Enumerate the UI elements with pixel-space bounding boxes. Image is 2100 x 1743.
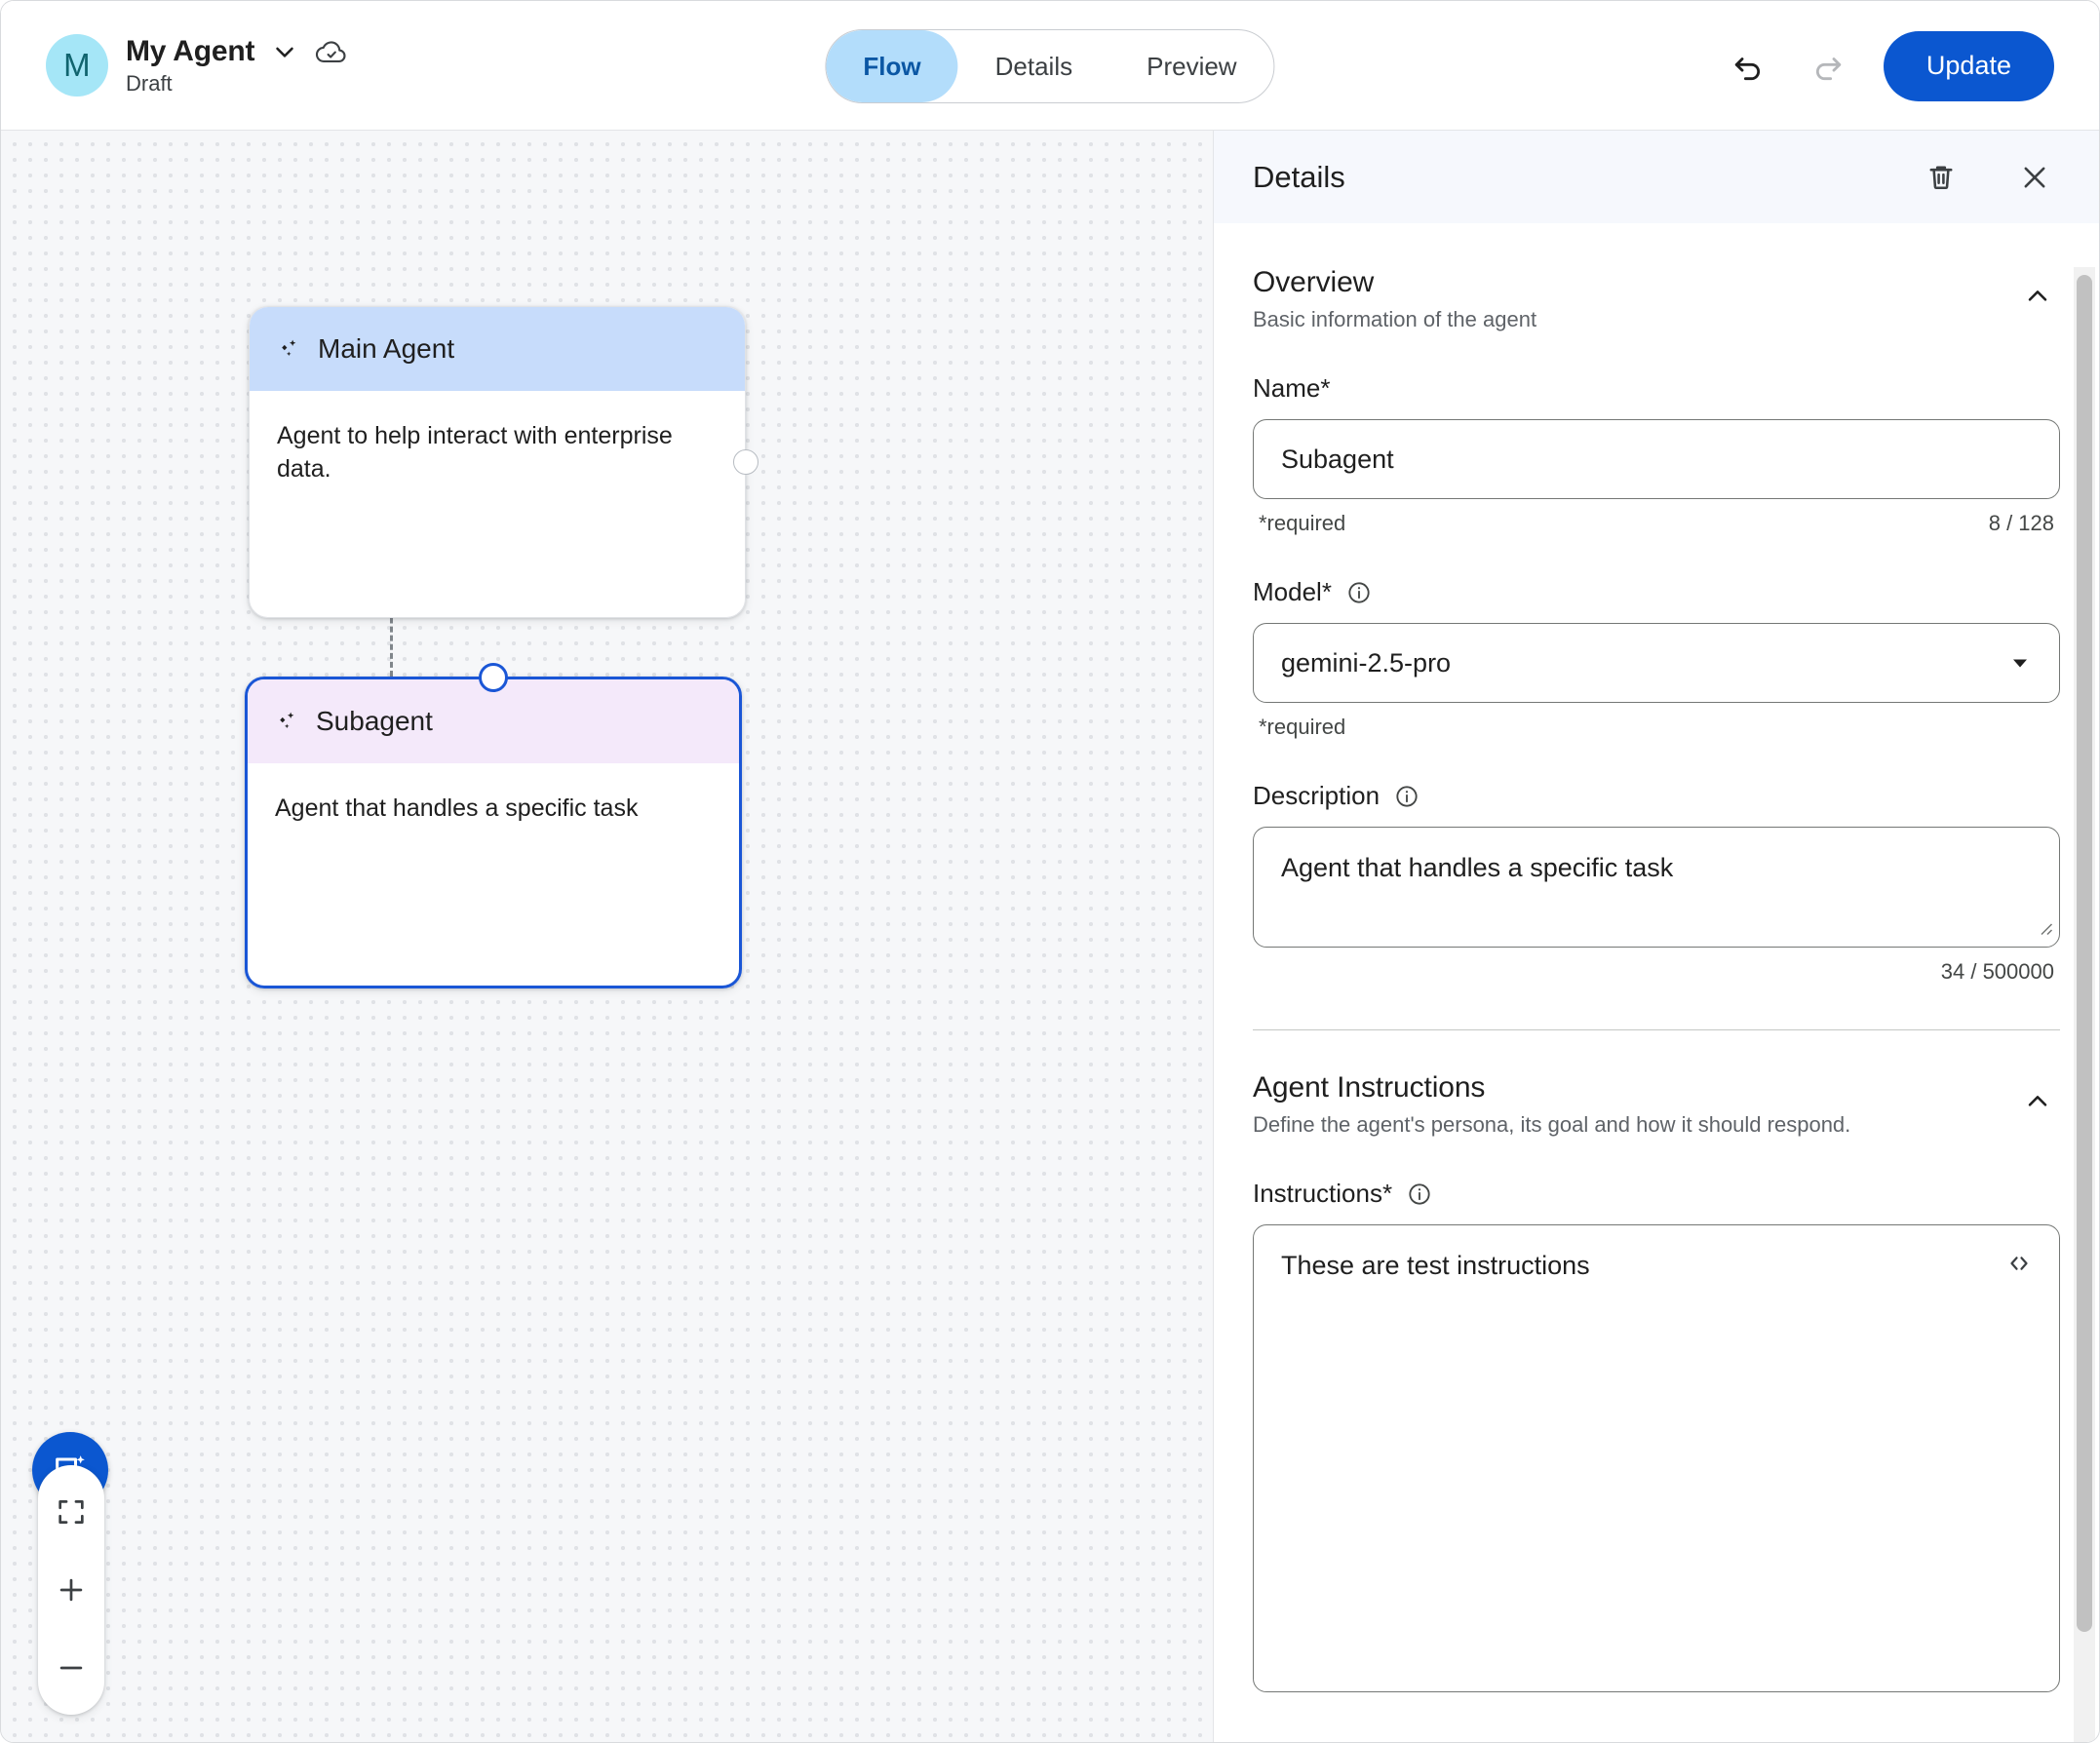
node-main-agent[interactable]: Main Agent Agent to help interact with e… [249,306,758,618]
panel-scrollbar-thumb[interactable] [2077,275,2092,1632]
label-instructions: Instructions* [1253,1179,1393,1208]
node-subagent[interactable]: Subagent Agent that handles a specific t… [245,663,742,988]
zoom-controls [38,1465,104,1715]
panel-scrollbar[interactable] [2074,267,2095,1742]
info-icon-model[interactable] [1345,579,1373,606]
section-subtitle-agent-instructions: Define the agent's persona, its goal and… [1253,1112,1851,1137]
details-panel: Details [1213,131,2099,1742]
sparkle-icon [275,709,300,734]
top-bar: M My Agent Draft [1,1,2099,131]
agent-brand: M My Agent Draft [1,34,348,97]
node-title-main-agent: Main Agent [318,333,455,364]
node-description-main-agent: Agent to help interact with enterprise d… [277,422,673,483]
description-value: Agent that handles a specific task [1281,853,1674,882]
section-overview: Overview Basic information of the agent [1253,266,2060,332]
close-icon[interactable] [2007,150,2062,205]
instructions-value: These are test instructions [1281,1251,1590,1280]
zoom-out-icon[interactable] [46,1643,97,1693]
field-model: Model* gemini-2.5-pro [1253,577,2060,740]
code-brackets-icon[interactable] [2004,1249,2034,1285]
field-instructions: Instructions* These are test instruction… [1253,1179,2060,1692]
description-char-counter: 34 / 500000 [1940,959,2054,984]
flow-canvas[interactable]: Main Agent Agent to help interact with e… [1,131,1215,1742]
field-description: Description Agent that handles a specifi… [1253,781,2060,985]
label-description: Description [1253,781,1381,810]
top-bar-actions: Update [1720,1,2054,131]
field-name: Name* Subagent *required 8 / 128 [1253,373,2060,536]
label-name: Name* [1253,373,1331,403]
page-title: My Agent [126,34,255,67]
cloud-check-icon[interactable] [315,35,348,68]
update-button[interactable]: Update [1883,30,2054,101]
instructions-textarea[interactable]: These are test instructions [1253,1224,2060,1692]
model-select[interactable]: gemini-2.5-pro [1253,623,2060,703]
description-textarea[interactable]: Agent that handles a specific task [1253,827,2060,948]
name-input[interactable]: Subagent [1253,419,2060,499]
details-panel-header: Details [1214,131,2099,223]
label-model: Model* [1253,577,1332,606]
name-required-hint: *required [1259,511,1346,535]
tab-flow[interactable]: Flow [826,30,958,102]
agent-title-block: My Agent Draft [126,35,348,97]
node-header-main-agent: Main Agent [250,307,745,391]
model-select-value: gemini-2.5-pro [1281,647,1452,678]
view-tabs: Flow Details Preview [825,29,1275,103]
chevron-up-icon-agent-instructions[interactable] [2015,1079,2060,1124]
node-header-subagent: Subagent [248,679,739,763]
model-required-hint: *required [1259,715,1346,739]
section-title-agent-instructions: Agent Instructions [1253,1071,1486,1104]
node-description-subagent: Agent that handles a specific task [275,794,639,822]
trash-icon[interactable] [1914,150,1968,205]
resize-handle-description[interactable] [2036,912,2053,943]
redo-icon[interactable] [1802,39,1856,94]
chevron-up-icon-overview[interactable] [2015,274,2060,319]
section-subtitle-overview: Basic information of the agent [1253,307,1537,331]
node-handle-top[interactable] [479,663,508,692]
zoom-in-icon[interactable] [46,1565,97,1615]
section-title-overview: Overview [1253,266,1375,298]
details-panel-title: Details [1253,159,1345,194]
avatar: M [46,34,108,97]
node-title-subagent: Subagent [316,706,433,736]
details-panel-body[interactable]: Overview Basic information of the agent … [1214,223,2099,1742]
fit-to-screen-icon[interactable] [46,1487,97,1537]
agent-status-label: Draft [126,70,173,96]
tab-details[interactable]: Details [994,51,1073,81]
name-char-counter: 8 / 128 [1988,511,2054,535]
node-handle-right[interactable] [733,449,758,475]
info-icon-description[interactable] [1393,783,1420,810]
undo-icon[interactable] [1720,39,1774,94]
section-divider [1253,1029,2060,1030]
dropdown-arrow-icon [2008,651,2032,675]
sparkle-icon [277,336,302,362]
chevron-down-icon[interactable] [270,37,299,66]
edge-main-to-subagent [390,564,393,677]
tab-preview[interactable]: Preview [1147,51,1237,81]
section-agent-instructions: Agent Instructions Define the agent's pe… [1253,1071,2060,1138]
info-icon-instructions[interactable] [1406,1181,1433,1208]
